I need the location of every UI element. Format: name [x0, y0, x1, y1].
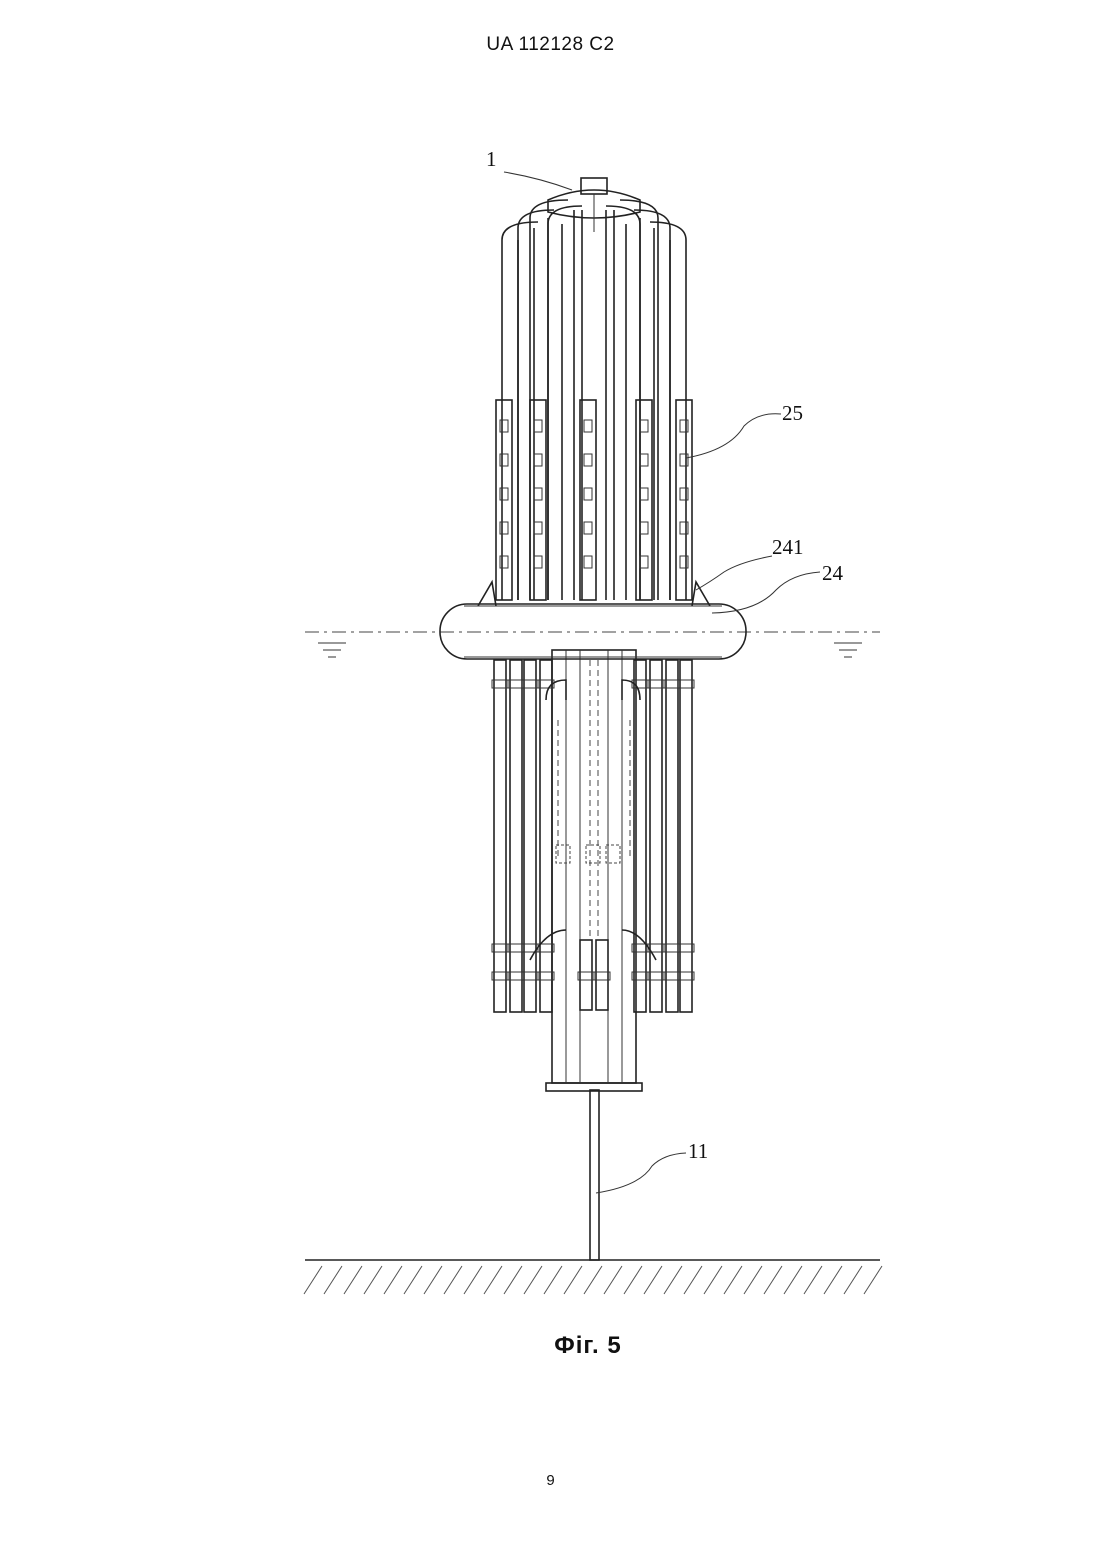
tube-u-bend: [622, 680, 640, 700]
module-slot: [584, 522, 592, 534]
hatch-stroke: [664, 1266, 682, 1294]
tube-body: [666, 660, 678, 1012]
lower-tube: [632, 660, 648, 1012]
tube-body: [680, 660, 692, 1012]
water-surface-line: [305, 632, 880, 657]
module-slot: [534, 556, 542, 568]
hatch-stroke: [384, 1266, 402, 1294]
lower-tube: [508, 660, 524, 1012]
lower-tube-array: [492, 660, 694, 1012]
hatch-stroke: [304, 1266, 322, 1294]
page-number: 9: [0, 1472, 1101, 1489]
mooring-rod-11: [546, 1083, 642, 1260]
module-slot: [584, 488, 592, 500]
module-slot: [640, 454, 648, 466]
hatch-stroke: [524, 1266, 542, 1294]
tube-body: [510, 660, 522, 1012]
lower-tube: [538, 660, 554, 1012]
frame-arch: [650, 222, 686, 240]
hatch-stroke: [784, 1266, 802, 1294]
hatch-stroke: [404, 1266, 422, 1294]
tube-body: [540, 660, 552, 1012]
hatch-stroke: [824, 1266, 842, 1294]
module-slot: [534, 420, 542, 432]
label-24: 24: [822, 561, 844, 585]
hatch-stroke: [804, 1266, 822, 1294]
hatch-stroke: [724, 1266, 742, 1294]
label-241: 241: [772, 535, 804, 559]
module-slot: [534, 488, 542, 500]
hatch-stroke: [484, 1266, 502, 1294]
lower-tube: [678, 660, 694, 1012]
tube-body: [494, 660, 506, 1012]
hatch-stroke: [364, 1266, 382, 1294]
energy-module: [636, 400, 652, 600]
module-slot: [584, 454, 592, 466]
hatch-stroke: [464, 1266, 482, 1294]
module-slot: [640, 488, 648, 500]
hatch-stroke: [864, 1266, 882, 1294]
seabed-ground: [304, 1260, 882, 1294]
label-1: 1: [486, 147, 497, 171]
hatch-stroke: [564, 1266, 582, 1294]
hatch-stroke: [684, 1266, 702, 1294]
lower-tube: [492, 660, 508, 1012]
hatch-stroke: [504, 1266, 522, 1294]
label-25: 25: [782, 401, 803, 425]
hatch-stroke: [764, 1266, 782, 1294]
hatch-stroke: [624, 1266, 642, 1294]
frame-arch: [502, 222, 538, 240]
hatch-stroke: [544, 1266, 562, 1294]
lower-tube: [664, 660, 680, 1012]
hatch-stroke: [424, 1266, 442, 1294]
figure-caption: Фіг. 5: [0, 1332, 1101, 1360]
module-slot: [584, 556, 592, 568]
tube-u-bend: [546, 680, 566, 700]
hatch-stroke: [844, 1266, 862, 1294]
hatch-stroke: [444, 1266, 462, 1294]
hatch-stroke: [604, 1266, 622, 1294]
module-slot: [640, 522, 648, 534]
energy-module: [530, 400, 546, 600]
hatch-stroke: [704, 1266, 722, 1294]
center-stub: [596, 940, 608, 1010]
label-11: 11: [688, 1139, 708, 1163]
hatch-stroke: [744, 1266, 762, 1294]
hatch-stroke: [324, 1266, 342, 1294]
central-riser-bundle: [552, 650, 636, 1083]
module-slot: [534, 454, 542, 466]
energy-module: [676, 400, 692, 600]
tube-bottom-bend: [622, 930, 656, 960]
module-slot: [584, 420, 592, 432]
hatch-stroke: [644, 1266, 662, 1294]
energy-modules-25: [496, 400, 692, 600]
center-stub: [580, 940, 592, 1010]
hatch-stroke: [584, 1266, 602, 1294]
module-slot: [640, 556, 648, 568]
hatch-stroke: [344, 1266, 362, 1294]
module-slot: [640, 420, 648, 432]
module-slot: [534, 522, 542, 534]
energy-module: [496, 400, 512, 600]
